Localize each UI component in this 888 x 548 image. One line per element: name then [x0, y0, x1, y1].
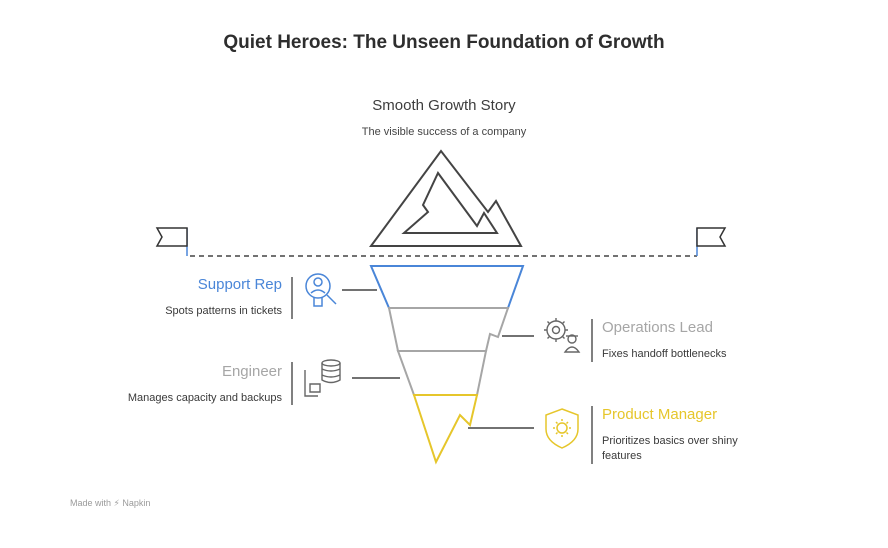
peak-subtitle: The visible success of a company: [361, 126, 527, 138]
operations-lead-title: Operations Lead: [602, 319, 713, 336]
product-manager-title: Product Manager: [602, 406, 718, 423]
layer-support-rep: [369, 265, 525, 309]
product-manager-description: Prioritizes basics over shiny features: [602, 435, 738, 462]
support-rep-description: Spots patterns in tickets: [165, 305, 282, 317]
operations-lead-description: Fixes handoff bottlenecks: [602, 348, 727, 360]
right-flag-icon: [696, 227, 727, 256]
left-flag-icon: [155, 227, 188, 256]
magnifier-person-icon: [305, 273, 337, 307]
support-rep-title: Support Rep: [197, 276, 282, 293]
layer-engineer: [396, 350, 488, 396]
gears-person-icon: [544, 318, 581, 353]
server-database-icon: [304, 359, 341, 397]
peak-title: Smooth Growth Story: [372, 97, 516, 114]
mountain-peak-icon: [369, 149, 523, 247]
engineer-description: Manages capacity and backups: [127, 392, 282, 404]
layer-operations-lead: [387, 307, 510, 352]
diagram-title: Quiet Heroes: The Unseen Foundation of G…: [223, 32, 665, 53]
engineer-title: Engineer: [221, 363, 282, 380]
footer-credit: Made with ⚡ Napkin: [70, 498, 151, 508]
shield-gear-icon: [545, 408, 579, 449]
layer-product-manager: [412, 394, 479, 465]
